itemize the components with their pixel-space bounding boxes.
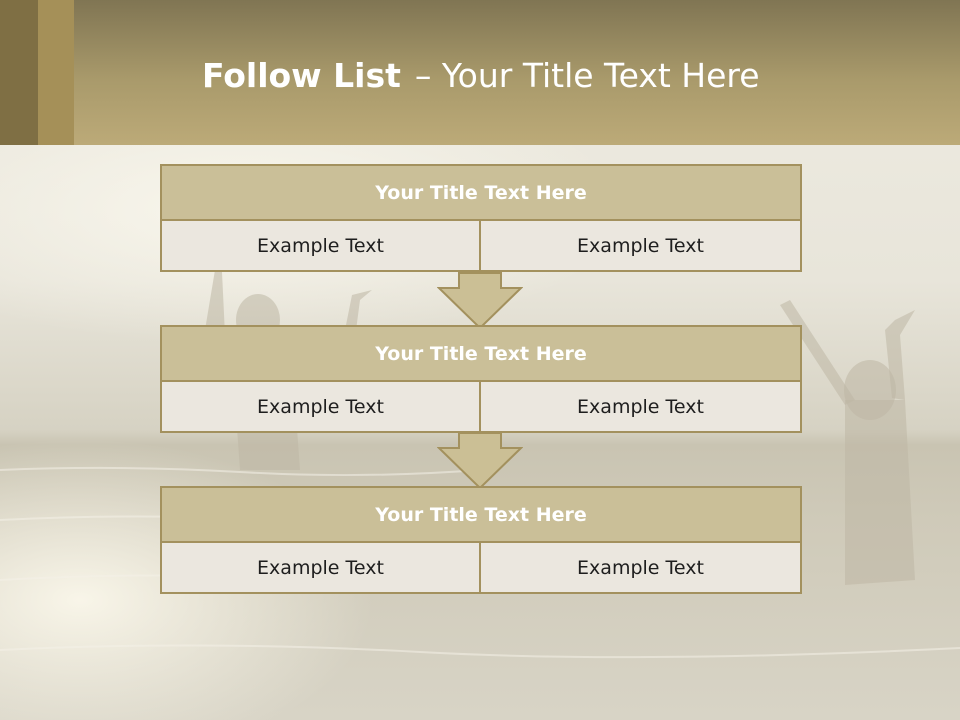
block-title: Your Title Text Here: [162, 166, 800, 221]
block-cell-right: Example Text: [481, 382, 800, 431]
header-accent-stripe-dark: [0, 0, 38, 145]
slide-title-bold: Follow List: [202, 56, 401, 95]
list-block-3: Your Title Text Here Example Text Exampl…: [160, 486, 802, 594]
block-cell-left: Example Text: [162, 543, 481, 592]
header-band: [0, 0, 960, 145]
down-arrow-icon: [437, 272, 523, 330]
block-cell-right: Example Text: [481, 221, 800, 270]
list-block-2: Your Title Text Here Example Text Exampl…: [160, 325, 802, 433]
header-accent-stripe-light: [38, 0, 74, 145]
block-title: Your Title Text Here: [162, 327, 800, 382]
slide-title-rest: – Your Title Text Here: [414, 56, 760, 95]
block-title: Your Title Text Here: [162, 488, 800, 543]
list-block-1: Your Title Text Here Example Text Exampl…: [160, 164, 802, 272]
block-cell-left: Example Text: [162, 382, 481, 431]
down-arrow-icon: [437, 432, 523, 490]
slide-title: Follow List – Your Title Text Here: [202, 54, 760, 98]
block-cell-right: Example Text: [481, 543, 800, 592]
block-cell-left: Example Text: [162, 221, 481, 270]
